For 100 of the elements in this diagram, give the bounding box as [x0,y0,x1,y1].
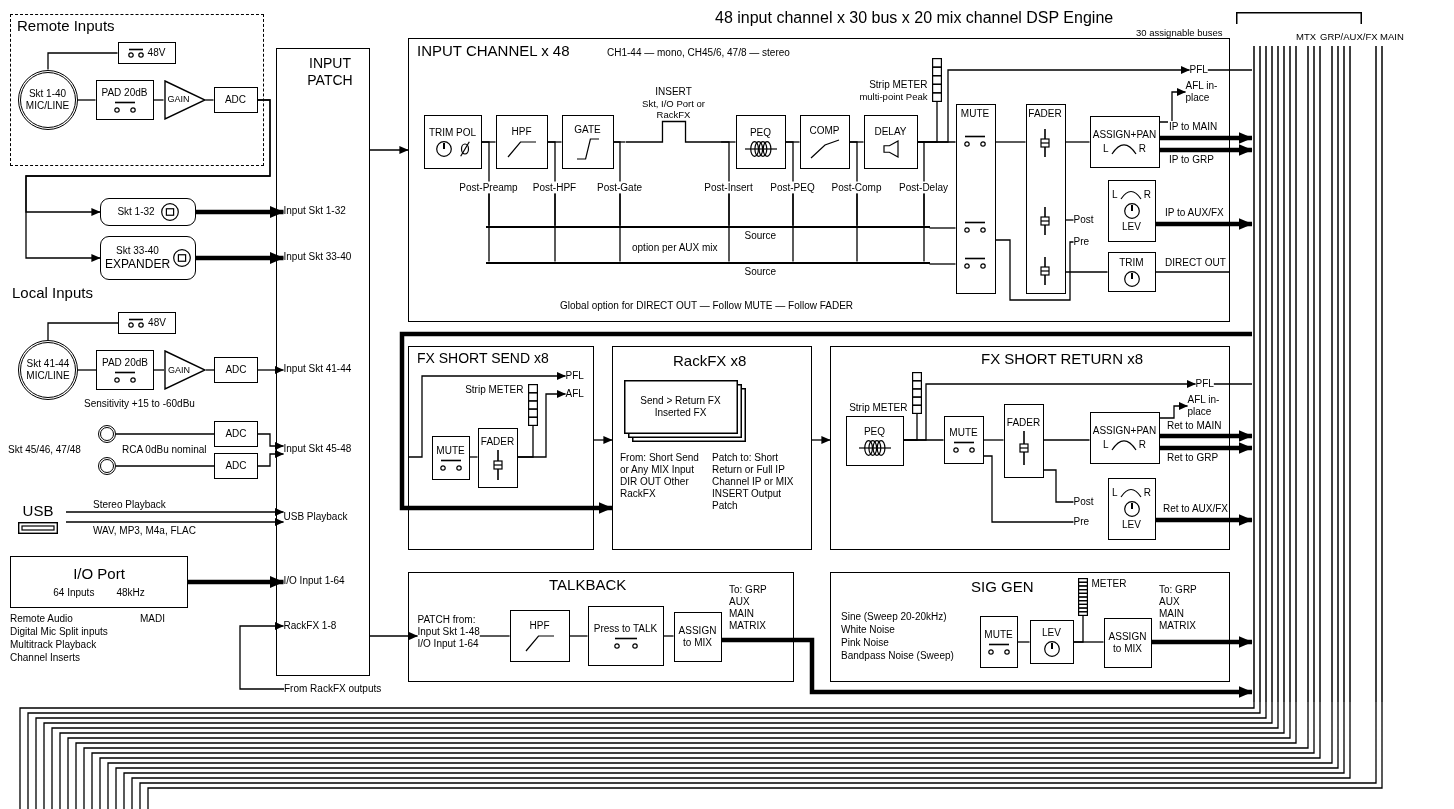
patch-source-text: PATCH from: [417,613,477,626]
arrow [257,433,285,450]
port-label: I/O Input 1-64 [283,574,345,587]
block-label: ASSIGN+PAN [1092,128,1157,141]
arrow [1158,402,1189,419]
meter-note: multi-point Peak [859,90,928,102]
channel-letter: L [1103,142,1109,155]
monitor-label: PFL [1189,63,1208,76]
port-label: RackFX 1-8 [283,619,337,632]
mute-block [431,435,470,480]
switch-block [117,41,176,64]
converter-block [213,86,258,113]
block-label: I/O Port [73,565,125,583]
signal-line [1207,69,1253,71]
patch-source-text: Input Skt 1-48 [417,625,480,638]
section-title: INPUT CHANNEL x 48 [417,42,570,60]
note-text: option per AUX mix [632,242,718,254]
process-block [799,114,850,169]
converter-block [214,357,258,383]
device-label: USB [22,502,54,520]
signal-line [720,141,730,183]
block-label: DELAY [874,125,907,138]
section-title: INPUT PATCH [306,55,354,89]
bus-line [485,225,930,240]
socket-block [100,198,196,226]
arrow [1155,514,1253,526]
arrow [516,390,567,458]
arrow [902,380,1197,441]
note-text: Remote Audio [10,613,73,625]
block-label: Send > Return FX Inserted FX [639,394,722,419]
block-label: GATE [574,123,601,136]
edge-label: IP to GRP [1168,154,1215,166]
signal-line [1154,271,1230,273]
section-panel [408,346,594,550]
signal-line [1064,271,1109,273]
channel-letter: R [1143,486,1151,499]
signal-line [994,141,1027,143]
trim-block [1107,251,1156,292]
signal-line [728,192,730,263]
monitor-label: AFL in-place [1185,79,1228,104]
signal-line [479,635,511,637]
bus-label: Source [744,265,777,278]
mute-block [955,103,996,294]
block-label: 48V [148,317,166,329]
port-label: Input Skt 33-40 [283,250,352,263]
tap-label: Post-Preamp [459,181,518,194]
edge-label: Ret to MAIN [1166,420,1223,432]
signal-line [619,192,621,263]
section-heading: Local Inputs [12,284,93,302]
arrow [1159,144,1253,156]
arrow [1158,88,1187,123]
block-label: ASSIGN+PAN [1092,424,1157,437]
block-label: ASSIGN to MIX [1107,630,1148,655]
contact-label: Pre [1073,235,1090,248]
pad-block [95,79,154,120]
channel-letter: L [1103,438,1109,451]
note-text: MTX [1296,31,1317,42]
signal-line [468,456,479,458]
channel-letter: L [1112,486,1118,499]
source-label: From RackFX outputs [284,683,382,695]
arrow [1159,442,1253,454]
block-label: PAD 20dB [101,86,148,99]
note-text: Global option for DIRECT OUT — Follow MUTE — Follow FADER [560,300,854,312]
process-block [561,114,614,169]
section-title: TALKBACK [549,576,627,594]
port-label: Input Skt 45-48 [283,442,352,455]
meter-label: Strip METER [465,383,524,396]
signal-line [47,52,119,71]
arrow [257,366,285,374]
port-label: USB Playback [283,510,348,523]
insert-note: Skt, I/O Port or RackFX [641,97,706,120]
note-text: Digital Mic Split inputs [10,626,108,638]
arrow [369,146,409,154]
block-label: MUTE [984,628,1013,641]
process-block [845,415,904,466]
edge-label: IP to AUX/FX [1164,207,1225,219]
block-label: HPF [529,619,550,632]
signal-line [928,227,957,229]
arrow [408,372,567,458]
process-block [735,114,786,169]
signal-line [612,141,621,183]
block-label: ASSIGN to MIX [677,624,718,649]
block-label: ADC [225,428,247,440]
note-text: Patch to: Short Return or Full IP Channel IP or MIX INSERT Output Patch [712,452,795,512]
signal-line [1213,383,1253,385]
signal-line [204,99,215,101]
arrow [1155,218,1253,230]
signal-line [1042,439,1091,441]
socket-circle [98,425,116,443]
contact-label: Post [1073,495,1094,508]
section-panel [830,346,1230,550]
arrow [721,637,1253,698]
signal-line [153,369,165,371]
bus-label: Source [744,229,777,242]
edge-label: IP to MAIN [1168,121,1219,133]
section-title: FX SHORT RETURN x8 [981,350,1143,368]
tap-label: Post-Comp [831,181,882,194]
pan-block [1089,115,1160,168]
socket-circle [98,457,116,475]
note-text: MAIN [1380,31,1404,42]
